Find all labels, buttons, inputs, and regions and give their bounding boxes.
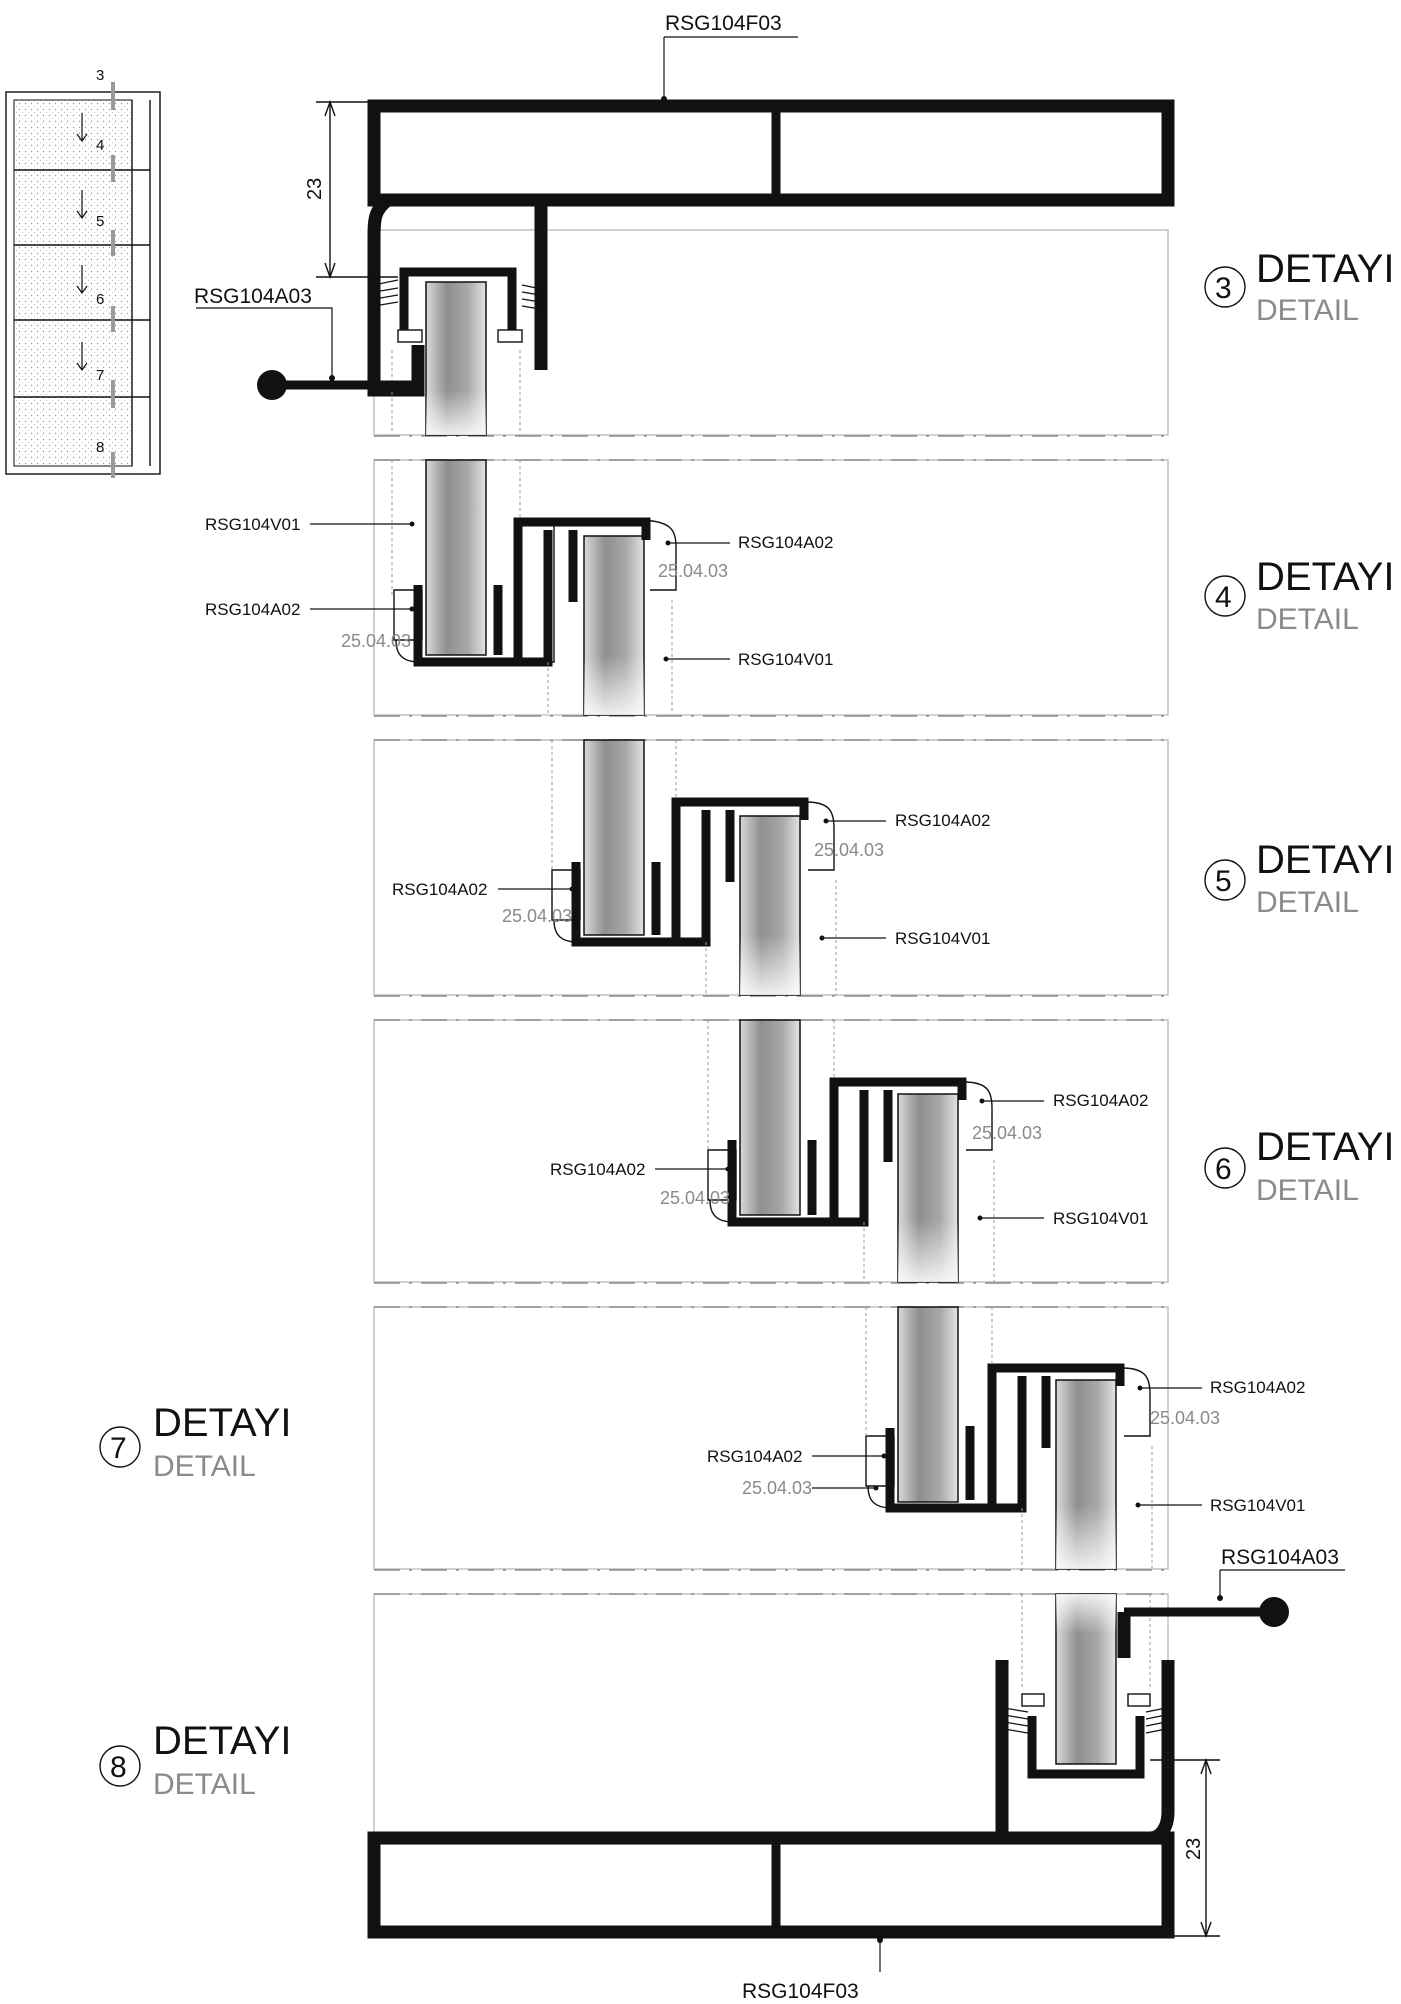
- detail-3-section: 23 RSG104F03 RSG104A03: [194, 12, 1175, 436]
- brush-seal: [373, 279, 547, 311]
- detail-title-6: 6 DETAYI DETAIL: [1204, 1125, 1395, 1207]
- top-handle-label: RSG104A03: [194, 285, 312, 308]
- detail-number: 8: [110, 1751, 127, 1784]
- detail-subtitle: DETAIL: [1256, 1174, 1359, 1207]
- top-frame-profile: [367, 99, 1175, 207]
- interlock-label: RSG104A02: [550, 1160, 645, 1179]
- detail-number: 5: [1215, 865, 1232, 898]
- interlock-label: RSG104A02: [738, 533, 833, 552]
- key-plan-number: 5: [96, 213, 104, 230]
- interlock-label: RSG104A02: [205, 600, 300, 619]
- detail-subtitle: DETAIL: [1256, 603, 1359, 636]
- glass-pane: [583, 739, 645, 936]
- detail-box-3: [373, 229, 1169, 436]
- key-plan-arrows: [76, 113, 88, 372]
- seal-date: 25.04.03: [341, 631, 411, 651]
- glass-pane: [739, 1019, 801, 1216]
- detail-title-7: 7 DETAYI DETAIL: [99, 1401, 292, 1483]
- detail-number-circle: [1204, 575, 1246, 617]
- glass-pane: [425, 459, 487, 656]
- sash-label: RSG104V01: [205, 515, 300, 534]
- seal-date: 25.04.03: [502, 906, 572, 926]
- key-plan-number: 3: [96, 67, 104, 84]
- detail-number-circle: [1204, 859, 1246, 901]
- detail-number-circle: [99, 1745, 141, 1787]
- detail-title: DETAYI: [1256, 247, 1395, 291]
- brush-seal: [1003, 1707, 1167, 1734]
- sash-label: RSG104V01: [1053, 1209, 1148, 1228]
- glass-pane: [897, 1306, 959, 1503]
- key-plan-number: 7: [96, 367, 104, 384]
- bottom-handle-label: RSG104A03: [1221, 1546, 1339, 1569]
- detail-title-3: 3 DETAYI DETAIL: [1204, 247, 1395, 327]
- sash-label: RSG104V01: [895, 929, 990, 948]
- detail-title: DETAYI: [153, 1401, 292, 1445]
- interlock-label: RSG104A02: [392, 880, 487, 899]
- interlock-label: RSG104A02: [895, 811, 990, 830]
- sash-label: RSG104V01: [738, 650, 833, 669]
- detail-7-section: RSG104A02 25.04.03 RSG104A02 25.04.03 RS…: [707, 1306, 1305, 1570]
- detail-subtitle: DETAIL: [1256, 294, 1359, 327]
- detail-5-section: RSG104A02 25.04.03 RSG104A02 25.04.03 RS…: [392, 739, 990, 996]
- interlock-label: RSG104A02: [1053, 1091, 1148, 1110]
- detail-title-4: 4 DETAYI DETAIL: [1204, 555, 1395, 636]
- detail-number-circle: [1204, 1147, 1246, 1189]
- seal-date: 25.04.03: [658, 561, 728, 581]
- detail-number: 7: [110, 1432, 127, 1465]
- dimension-label: 23: [1183, 1838, 1205, 1860]
- detail-number: 3: [1215, 272, 1232, 305]
- handle-knob: [257, 370, 287, 400]
- key-plan-panels: [13, 99, 133, 467]
- detail-number: 4: [1215, 581, 1232, 614]
- detail-title-5: 5 DETAYI DETAIL: [1204, 838, 1395, 919]
- detail-title: DETAYI: [1256, 1125, 1395, 1169]
- detail-box-4: [373, 459, 1169, 716]
- interlock-label: RSG104A02: [1210, 1378, 1305, 1397]
- key-plan-number: 8: [96, 439, 104, 456]
- detail-title: DETAYI: [153, 1719, 292, 1763]
- detail-number: 6: [1215, 1153, 1232, 1186]
- detail-8-section: 23 RSG104A03 RSG104F03: [367, 1546, 1345, 2003]
- handle-knob: [1259, 1597, 1289, 1627]
- seal-date: 25.04.03: [814, 840, 884, 860]
- detail-subtitle: DETAIL: [153, 1768, 256, 1801]
- seal-date: 25.04.03: [972, 1123, 1042, 1143]
- detail-6-section: RSG104A02 25.04.03 RSG104A02 25.04.03 RS…: [550, 1019, 1148, 1283]
- detail-box-8: [373, 1593, 1169, 1845]
- key-plan-number: 6: [96, 291, 104, 308]
- detail-subtitle: DETAIL: [153, 1450, 256, 1483]
- key-plan-outer-frame: [5, 91, 161, 475]
- bottom-frame-profile: [367, 1831, 1175, 1939]
- top-frame-label: RSG104F03: [665, 12, 782, 35]
- detail-title: DETAYI: [1256, 555, 1395, 599]
- detail-subtitle: DETAIL: [1256, 886, 1359, 919]
- seal-date: 25.04.03: [742, 1478, 812, 1498]
- detail-number-circle: [99, 1426, 141, 1468]
- bottom-frame-label: RSG104F03: [742, 1980, 859, 2003]
- sash-label: RSG104V01: [1210, 1496, 1305, 1515]
- interlock-label: RSG104A02: [707, 1447, 802, 1466]
- seal-date: 25.04.03: [660, 1188, 730, 1208]
- detail-number-circle: [1204, 266, 1246, 308]
- detail-4-section: RSG104V01 RSG104A02 25.04.03 RSG104A02 2…: [205, 459, 833, 716]
- key-plan-number: 4: [96, 137, 104, 154]
- dimension-label: 23: [304, 178, 326, 200]
- detail-title: DETAYI: [1256, 838, 1395, 882]
- key-plan: 3 4 5 6 7 8: [5, 67, 161, 478]
- detail-title-8: 8 DETAYI DETAIL: [99, 1719, 292, 1801]
- seal-date: 25.04.03: [1150, 1408, 1220, 1428]
